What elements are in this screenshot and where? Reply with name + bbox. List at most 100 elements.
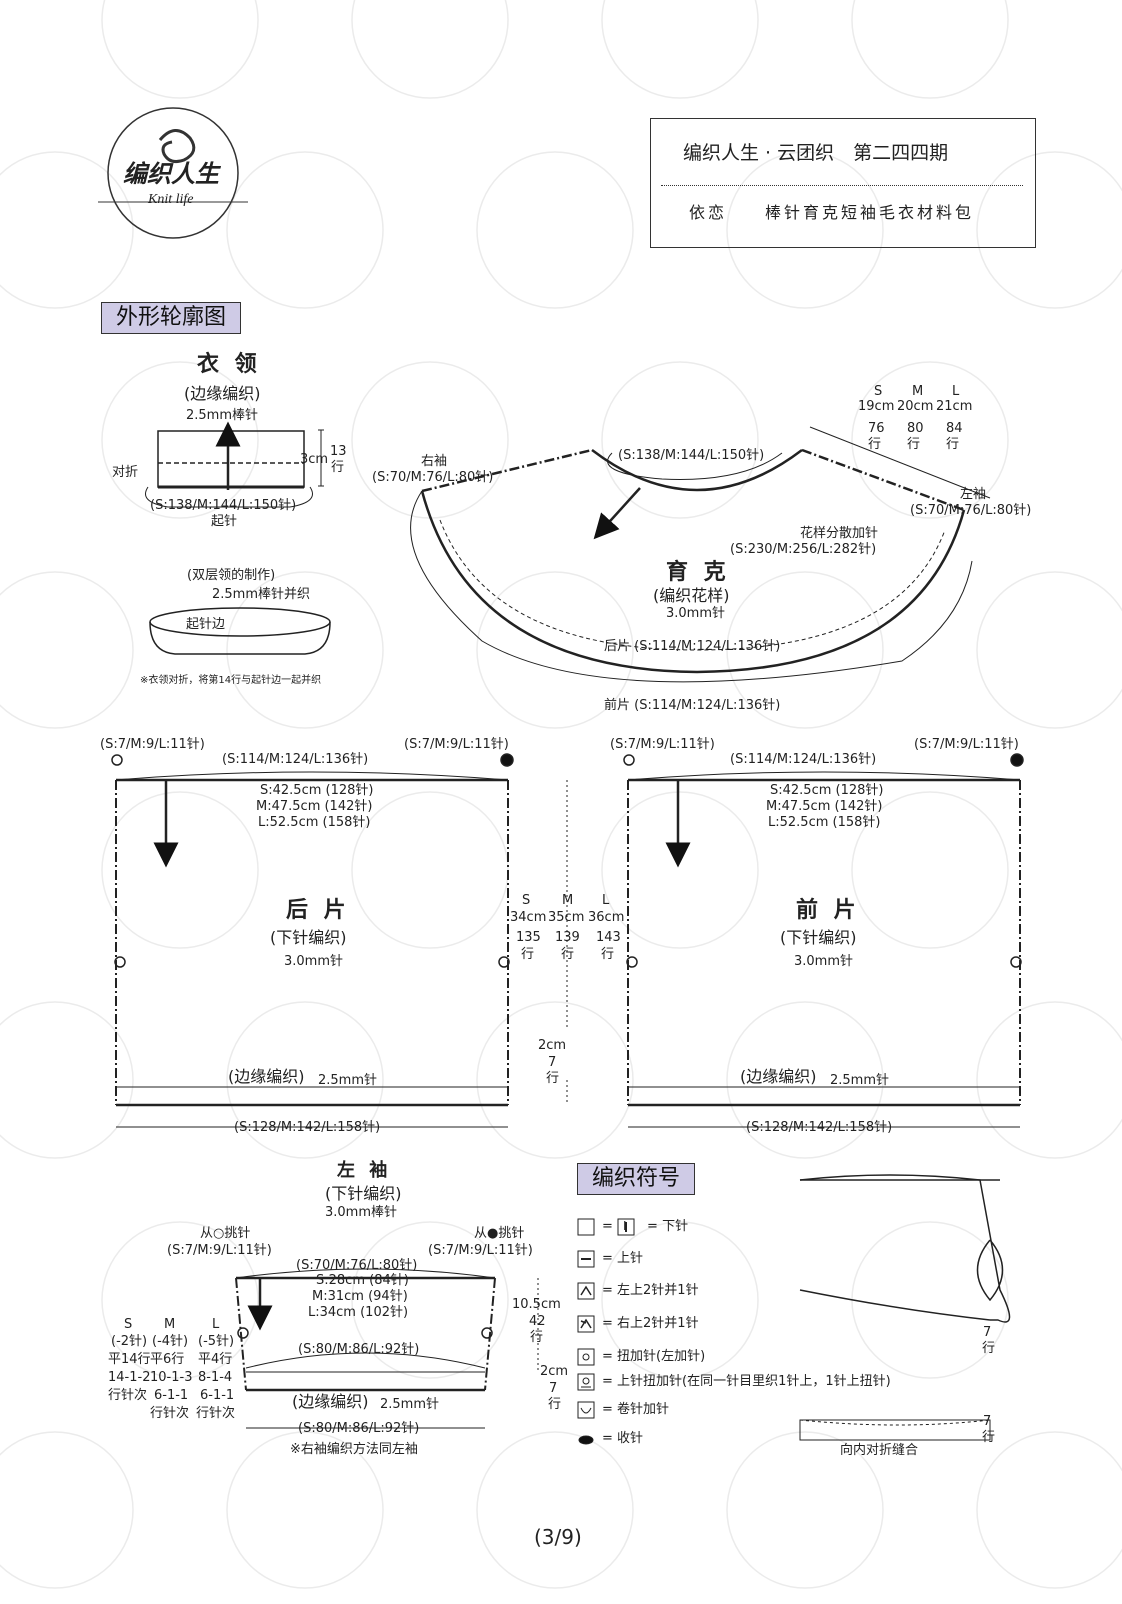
dec-col-s: S bbox=[124, 1317, 133, 1332]
sleeve-note: ※右袖编织方法同左袖 bbox=[290, 1442, 418, 1457]
collar-note: ※衣领对折，将第14行与起针边一起并织 bbox=[140, 675, 322, 686]
legend-wrap: = 卷针加针 bbox=[602, 1402, 670, 1417]
legend-twist: = 扭加针(左加针) bbox=[602, 1349, 706, 1364]
front-top-left: (S:7/M:9/L:11针) bbox=[610, 737, 715, 752]
back-width-s: S:42.5cm (128针) bbox=[260, 783, 374, 798]
body-len-l: 36cm bbox=[588, 910, 625, 925]
yoke-needle: 3.0mm针 bbox=[666, 606, 726, 621]
dec-r5-l: 行针次 bbox=[196, 1406, 236, 1421]
yoke-size-s: S bbox=[874, 384, 883, 399]
sleeve-pick-dot: 从●挑针 bbox=[474, 1226, 525, 1241]
yoke-len-s: 19cm bbox=[858, 399, 895, 414]
collar-fold: 对折 bbox=[112, 465, 139, 480]
legend-k2tog-right: = 右上2针并1针 bbox=[602, 1316, 699, 1331]
front-edge: (边缘编织) bbox=[740, 1067, 817, 1086]
front-edge-needle: 2.5mm针 bbox=[830, 1073, 890, 1088]
back-top-right: (S:7/M:9/L:11针) bbox=[404, 737, 509, 752]
brand-sub: Knit life bbox=[148, 192, 194, 207]
yoke-neck: (S:138/M:144/L:150针) bbox=[618, 448, 765, 463]
yoke-diagram bbox=[410, 426, 991, 683]
yoke-front: 前片 (S:114/M:124/L:136针) bbox=[604, 698, 781, 713]
sleeve-width-l: L:34cm (102针) bbox=[308, 1305, 409, 1320]
section-symbols: 编织符号 bbox=[577, 1163, 696, 1195]
yoke-size-l: L bbox=[952, 384, 960, 399]
title-box: 编织人生 · 云团织 第二四四期 依恋 棒针育克短袖毛衣材料包 bbox=[650, 118, 1036, 248]
sleeve-width-m: M:31cm (94针) bbox=[312, 1289, 408, 1304]
yoke-row-unit: 行 bbox=[868, 437, 882, 452]
body-edge-unit: 行 bbox=[546, 1071, 560, 1086]
sleeve-bottom-stitches: (S:80/M:86/L:92针) bbox=[298, 1421, 420, 1436]
sleeve-edge: (边缘编织) bbox=[292, 1392, 369, 1411]
back-edge-needle: 2.5mm针 bbox=[318, 1073, 378, 1088]
dec-col-m: M bbox=[164, 1317, 176, 1332]
back-top-left: (S:7/M:9/L:11针) bbox=[100, 737, 205, 752]
body-row-unit-m: 行 bbox=[561, 947, 575, 962]
body-row-unit-l: 行 bbox=[601, 947, 615, 962]
front-panel-diagram bbox=[566, 753, 1024, 1128]
collar-rows-unit: 行 bbox=[331, 460, 345, 475]
sleeve-title: 左 袖 bbox=[337, 1160, 392, 1181]
yoke-back: 后片 (S:114/M:124/L:136针) bbox=[604, 639, 781, 654]
body-edge-rows: 7 bbox=[548, 1055, 557, 1070]
sleeve-top-stitches: (S:70/M:76/L:80针) bbox=[296, 1258, 418, 1273]
yoke-size-m: M bbox=[912, 384, 924, 399]
left-sleeve-label: 左袖 bbox=[960, 487, 987, 502]
back-panel-diagram bbox=[111, 753, 514, 1128]
back-width-m: M:47.5cm (142针) bbox=[256, 799, 373, 814]
sleeve-edge-len: 2cm bbox=[540, 1364, 569, 1379]
front-top-right: (S:7/M:9/L:11针) bbox=[914, 737, 1019, 752]
collar-height: 3cm bbox=[300, 452, 329, 467]
front-width-l: L:52.5cm (158针) bbox=[768, 815, 881, 830]
front-bottom-stitches: (S:128/M:142/L:158针) bbox=[746, 1120, 893, 1135]
pattern-subtitle: 依恋 棒针育克短袖毛衣材料包 bbox=[689, 203, 975, 222]
collar-sub: (边缘编织) bbox=[184, 384, 261, 403]
collar-rows: 13 bbox=[330, 444, 347, 459]
back-width-l: L:52.5cm (158针) bbox=[258, 815, 371, 830]
body-size-m: M bbox=[562, 893, 574, 908]
dec-r4-s: 行针次 bbox=[108, 1388, 148, 1403]
front-title: 前 片 bbox=[796, 898, 860, 923]
body-size-l: L bbox=[602, 893, 610, 908]
legend-symbols bbox=[577, 1218, 635, 1445]
dec-r1-s: (-2针) bbox=[111, 1334, 148, 1349]
sleeve-illustration bbox=[799, 1174, 1011, 1441]
body-rows-l: 143 bbox=[596, 930, 621, 945]
sleeve-pick-o-stitches: (S:7/M:9/L:11针) bbox=[167, 1243, 272, 1258]
brand-logo bbox=[98, 107, 248, 239]
right-sleeve-stitches: (S:70/M:76/L:80针) bbox=[372, 470, 494, 485]
pattern-title: 编织人生 · 云团织 第二四四期 bbox=[683, 142, 949, 164]
body-row-unit-s: 行 bbox=[521, 947, 535, 962]
sleeve-edge-rows: 7 bbox=[549, 1381, 558, 1396]
collar-needle: 2.5mm棒针 bbox=[186, 408, 259, 423]
legend-knit-mid: I bbox=[623, 1219, 627, 1233]
body-rows-m: 139 bbox=[555, 930, 580, 945]
sleeve-sub: (下针编织) bbox=[325, 1184, 402, 1203]
legend-purl: = 上针 bbox=[602, 1251, 644, 1266]
dec-r3-l: 8-1-4 bbox=[198, 1370, 233, 1385]
back-title: 后 片 bbox=[286, 898, 350, 923]
yoke-rows-l: 84 bbox=[946, 421, 963, 436]
yoke-len-m: 20cm bbox=[897, 399, 934, 414]
front-sub: (下针编织) bbox=[780, 928, 857, 947]
yoke-row-unit-l: 行 bbox=[946, 437, 960, 452]
sleeve-width-s: S:28cm (84针) bbox=[316, 1273, 409, 1288]
dec-r3-m: 10-1-3 bbox=[150, 1370, 193, 1385]
illust-rows-1: 7 bbox=[983, 1325, 992, 1340]
legend-k2tog-left: = 左上2针并1针 bbox=[602, 1283, 699, 1298]
dec-r1-m: (-4针) bbox=[152, 1334, 189, 1349]
dec-r2-s: 平14行 bbox=[108, 1352, 151, 1367]
front-needle: 3.0mm针 bbox=[794, 954, 854, 969]
back-top-stitches: (S:114/M:124/L:136针) bbox=[222, 752, 369, 767]
back-sub: (下针编织) bbox=[270, 928, 347, 947]
sleeve-mid-stitches: (S:80/M:86/L:92针) bbox=[298, 1342, 420, 1357]
back-edge: (边缘编织) bbox=[228, 1067, 305, 1086]
legend-knit: = = 下针 bbox=[602, 1219, 689, 1234]
yoke-row-unit-m: 行 bbox=[907, 437, 921, 452]
right-sleeve-label: 右袖 bbox=[421, 454, 448, 469]
collar-stitches: (S:138/M:144/L:150针) bbox=[150, 498, 297, 513]
sleeve-edge-needle: 2.5mm针 bbox=[380, 1397, 440, 1412]
dec-r3-s: 14-1-2 bbox=[108, 1370, 151, 1385]
collar-cast-on: 起针 bbox=[211, 514, 238, 529]
yoke-rows-m: 80 bbox=[907, 421, 924, 436]
collar-diagram bbox=[145, 421, 331, 655]
